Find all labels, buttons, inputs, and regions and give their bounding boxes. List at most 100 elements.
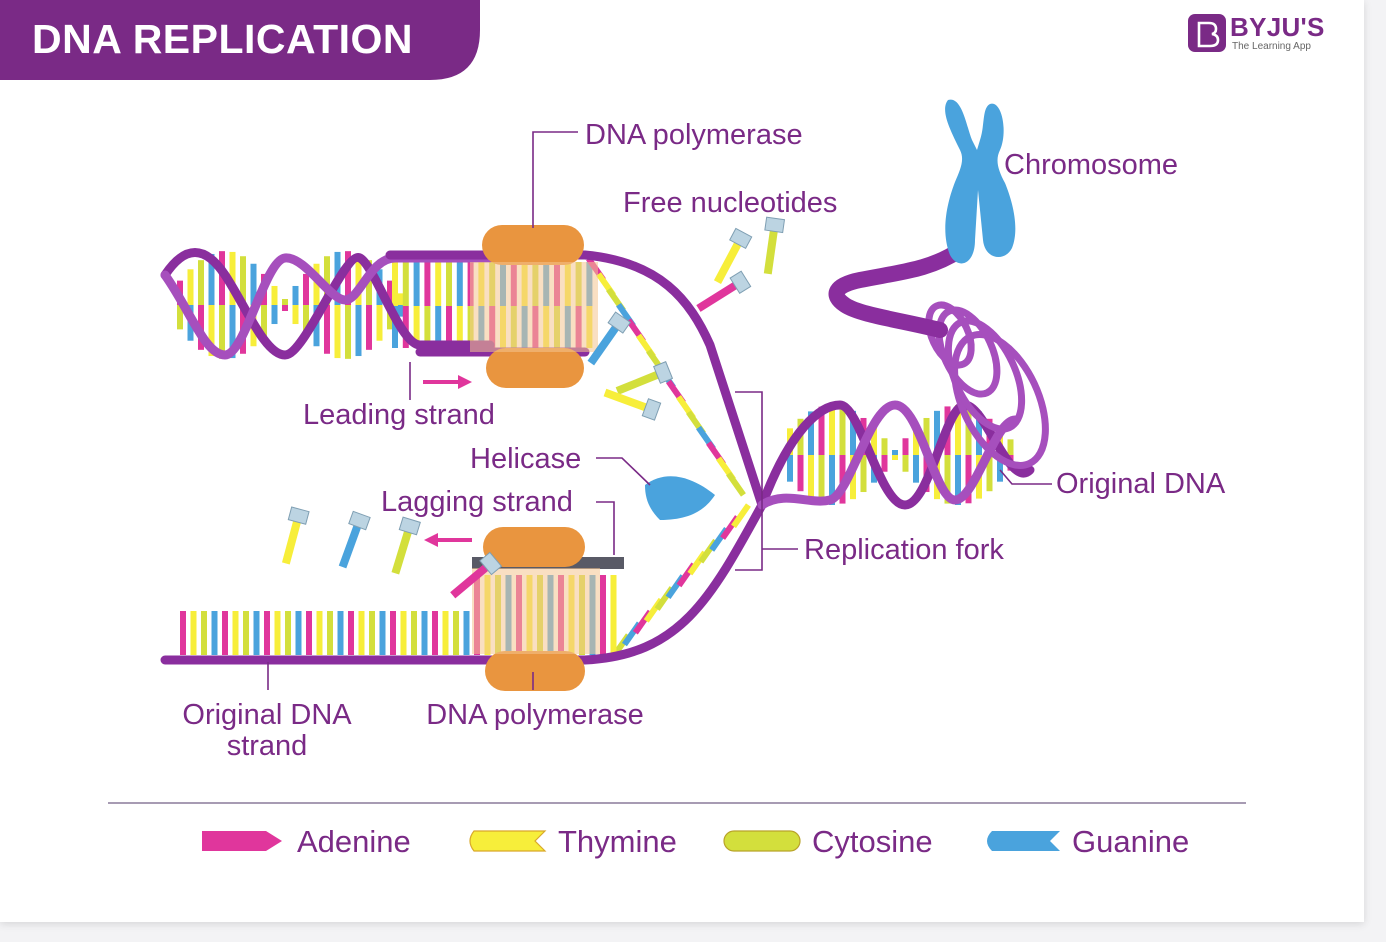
label-free-nucleotides: Free nucleotides — [623, 187, 837, 219]
base-segment — [402, 262, 409, 306]
base-segment — [442, 611, 449, 655]
base-segment — [327, 611, 333, 655]
adenine-swatch-icon — [202, 831, 282, 851]
base-segment — [587, 324, 620, 366]
base-segment — [274, 611, 281, 655]
chromatin-tail — [828, 242, 968, 338]
base-segment — [240, 256, 246, 305]
base-segment — [829, 405, 835, 455]
phosphate-sugar-icon — [607, 311, 632, 334]
base-segment — [818, 406, 825, 455]
base-segment — [463, 611, 470, 655]
label-original-dna-strand-line2: strand — [227, 730, 308, 762]
base-segment — [232, 611, 239, 655]
base-segment — [208, 253, 215, 305]
legend-adenine-label: Adenine — [297, 824, 411, 859]
base-segment — [348, 611, 354, 655]
base-segment — [787, 455, 793, 482]
base-segment — [850, 410, 856, 455]
base-segment — [201, 611, 207, 655]
base-segment — [285, 611, 291, 655]
legend-guanine: Guanine — [987, 824, 1189, 859]
label-dna-polymerase-top: DNA polymerase — [585, 119, 803, 151]
base-segment — [379, 611, 386, 655]
base-segment — [324, 305, 330, 354]
base-segment — [387, 280, 393, 305]
cytosine-swatch-icon — [723, 830, 801, 852]
base-segment — [391, 530, 413, 575]
base-segment — [261, 305, 267, 337]
base-segment — [316, 611, 323, 655]
base-segment — [282, 299, 288, 305]
label-helicase: Helicase — [470, 443, 581, 475]
base-segment — [902, 438, 909, 455]
base-segment — [435, 306, 442, 348]
base-segment — [292, 285, 299, 305]
base-segment — [392, 262, 398, 306]
base-segment — [955, 405, 961, 455]
phosphate-sugar-icon — [653, 361, 674, 384]
label-leading-strand: Leading strand — [303, 399, 495, 431]
top-helix-backbone-b — [160, 253, 495, 360]
base-segment — [726, 471, 746, 497]
lagging-parental-strand — [160, 500, 767, 665]
base-segment — [306, 611, 312, 655]
base-segment — [243, 611, 249, 655]
base-segment — [955, 455, 961, 505]
base-segment — [456, 262, 463, 306]
base-segment — [860, 455, 867, 493]
leading-parental-strand — [385, 250, 767, 510]
base-segment — [397, 293, 404, 305]
base-segment — [366, 305, 372, 350]
base-segment — [392, 306, 398, 348]
base-segment — [600, 575, 606, 655]
base-segment — [324, 256, 330, 305]
lagging-direction-arrow-icon — [424, 533, 472, 547]
base-segment — [208, 305, 215, 357]
base-segment — [902, 455, 909, 472]
guanine-swatch-icon — [987, 831, 1060, 851]
base-segment — [358, 611, 365, 655]
fork-lower-bases — [611, 503, 751, 659]
base-segment — [818, 455, 825, 504]
base-segment — [713, 241, 742, 285]
base-segment — [229, 305, 236, 359]
base-segment — [424, 262, 431, 306]
base-segment — [295, 611, 302, 655]
base-segment — [376, 305, 383, 341]
base-segment — [219, 305, 225, 359]
base-segment — [198, 260, 204, 305]
label-chromosome: Chromosome — [1004, 149, 1178, 181]
legend-adenine: Adenine — [202, 824, 411, 859]
base-segment — [913, 455, 919, 483]
dna-polymerase-top-icon — [470, 225, 598, 388]
legend-guanine-label: Guanine — [1072, 824, 1189, 859]
base-segment — [282, 305, 288, 311]
base-segment — [180, 611, 186, 655]
legend-thymine: Thymine — [469, 824, 677, 859]
base-segment — [345, 305, 351, 359]
base-segment — [435, 262, 442, 306]
base-segment — [446, 262, 452, 306]
base-segment — [271, 285, 278, 305]
base-segment — [615, 370, 660, 395]
logo-wordmark: BYJU'S — [1230, 12, 1325, 42]
base-segment — [965, 406, 972, 455]
original-helix-backbone-b — [757, 400, 1020, 510]
base-segment — [222, 611, 228, 655]
top-helix-backbone-a — [160, 248, 495, 360]
base-segment — [829, 455, 835, 505]
base-segment — [839, 406, 846, 455]
brand-logo: BYJU'S The Learning App — [1188, 12, 1338, 58]
thymine-swatch-icon — [469, 830, 547, 852]
base-segment — [1007, 439, 1014, 455]
base-segment — [264, 611, 270, 655]
base-segment — [934, 410, 940, 455]
diagram-card: DNA REPLICATION BYJU'S The Learning App — [0, 0, 1364, 922]
label-dna-polymerase-bottom: DNA polymerase — [426, 699, 644, 731]
phosphate-sugar-icon — [479, 551, 503, 576]
base-segment — [292, 305, 299, 325]
free-nucleotides-icons — [281, 216, 786, 599]
base-segment — [313, 263, 320, 305]
base-segment — [303, 273, 309, 305]
